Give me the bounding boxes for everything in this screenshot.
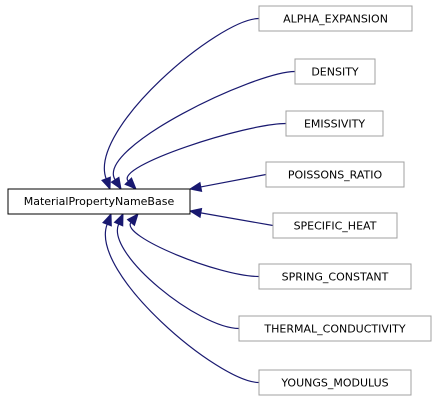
derived-class-node-youngs-modulus[interactable]: YOUNGS_MODULUS xyxy=(258,369,412,396)
base-class-node[interactable]: MaterialPropertyNameBase xyxy=(7,188,191,215)
derived-class-box xyxy=(294,58,376,85)
derived-class-node-alpha-expansion[interactable]: ALPHA_EXPANSION xyxy=(258,5,413,32)
derived-class-box xyxy=(265,161,405,188)
derived-class-label: YOUNGS_MODULUS xyxy=(280,377,388,390)
inheritance-edge-spring-constant xyxy=(129,222,260,278)
inheritance-edge-poissons-ratio xyxy=(200,173,267,188)
inheritance-edge-density xyxy=(112,70,296,181)
arrowhead-density xyxy=(110,176,122,191)
base-class-box xyxy=(7,188,191,215)
base-class-label: MaterialPropertyNameBase xyxy=(24,195,175,208)
arrowhead-emissivity xyxy=(124,177,137,190)
derived-class-label: POISSONS_RATIO xyxy=(288,169,383,182)
derived-class-box xyxy=(258,263,412,290)
derived-class-label: DENSITY xyxy=(311,66,359,79)
derived-class-box xyxy=(258,369,412,396)
derived-class-box xyxy=(285,110,384,137)
derived-class-label: SPRING_CONSTANT xyxy=(282,271,389,284)
derived-class-box xyxy=(272,212,398,239)
derived-class-node-spring-constant[interactable]: SPRING_CONSTANT xyxy=(258,263,412,290)
arrowhead-poissons-ratio xyxy=(188,181,203,192)
derived-class-box xyxy=(238,315,432,342)
arrowhead-specific-heat xyxy=(188,207,203,219)
derived-class-node-emissivity[interactable]: EMISSIVITY xyxy=(285,110,384,137)
derived-class-node-density[interactable]: DENSITY xyxy=(294,58,376,85)
inheritance-edge-youngs-modulus xyxy=(104,224,260,384)
derived-class-label: EMISSIVITY xyxy=(304,118,365,131)
derived-class-node-thermal-conductivity[interactable]: THERMAL_CONDUCTIVITY xyxy=(238,315,432,342)
derived-class-box xyxy=(258,5,413,32)
inheritance-edge-specific-heat xyxy=(200,212,274,227)
derived-class-label: THERMAL_CONDUCTIVITY xyxy=(263,323,405,336)
derived-class-node-specific-heat[interactable]: SPECIFIC_HEAT xyxy=(272,212,398,239)
inheritance-edges xyxy=(101,17,296,384)
derived-class-node-poissons-ratio[interactable]: POISSONS_RATIO xyxy=(265,161,405,188)
derived-class-label: SPECIFIC_HEAT xyxy=(294,220,377,233)
derived-class-label: ALPHA_EXPANSION xyxy=(283,13,388,26)
arrowhead-thermal-conductivity xyxy=(113,212,124,227)
arrowhead-youngs-modulus xyxy=(102,212,112,227)
class-nodes: MaterialPropertyNameBase ALPHA_EXPANSION… xyxy=(7,5,432,396)
arrowhead-alpha-expansion xyxy=(101,176,111,191)
inheritance-edge-thermal-conductivity xyxy=(116,223,240,330)
arrowhead-spring-constant xyxy=(126,212,139,227)
inheritance-edge-alpha-expansion xyxy=(103,17,260,179)
inheritance-edge-emissivity xyxy=(126,122,287,182)
